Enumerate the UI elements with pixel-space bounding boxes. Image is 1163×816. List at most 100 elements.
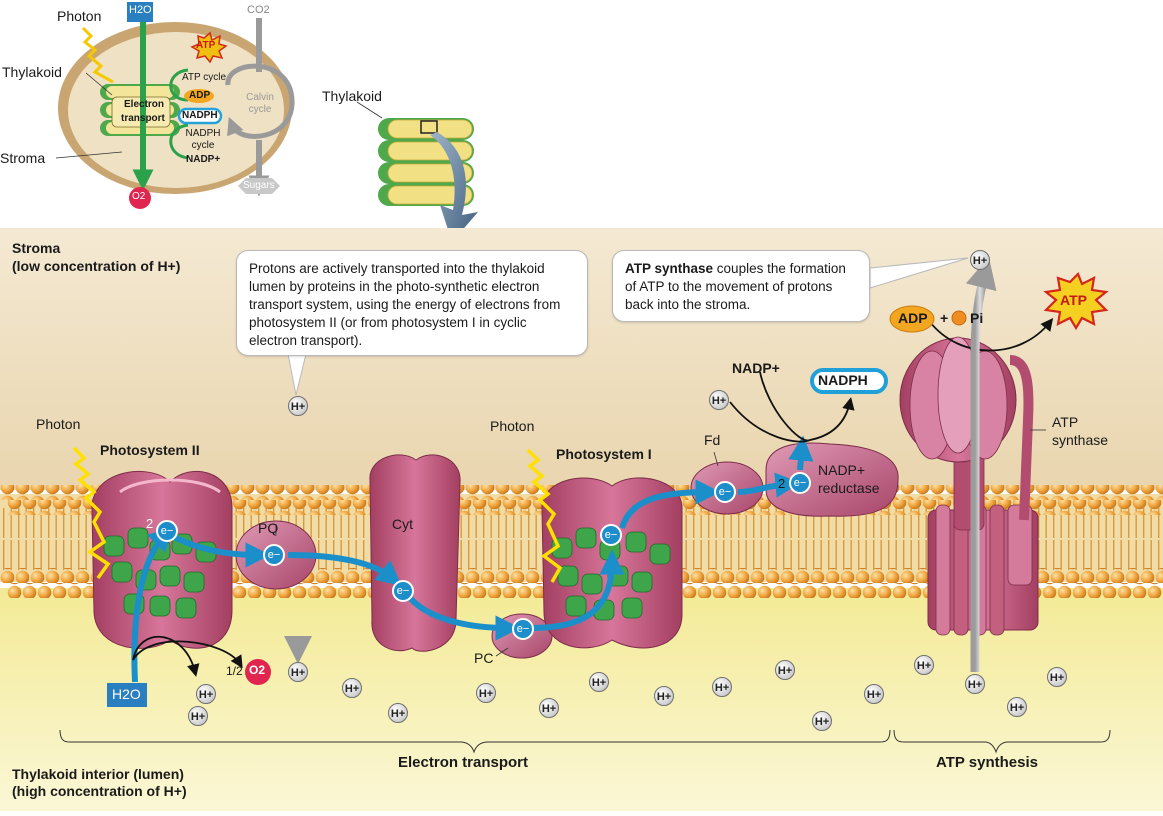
electron-fd: e−	[714, 481, 736, 503]
two-label-ps2: 2	[146, 516, 154, 531]
atp-formation-arrow	[929, 318, 1054, 352]
o2-label: O2	[249, 663, 266, 677]
h2o-label: H2O	[112, 686, 141, 702]
photon-squiggle-ps2	[72, 446, 111, 580]
cyt-label: Cyt	[392, 516, 413, 532]
overview-co2-label: CO2	[247, 4, 270, 16]
callout-proton-transport: Protons are actively transported into th…	[236, 250, 588, 356]
h-ion-stroma-nadp: H+	[709, 390, 729, 410]
atp-synthesis-label: ATP synthesis	[936, 754, 1038, 771]
zoom-box	[420, 120, 438, 134]
overview-photon-label: Photon	[57, 8, 102, 24]
half-label: 1/2	[226, 664, 243, 678]
electron-cyt: e−	[392, 580, 414, 602]
h-ion-lumen: H+	[1047, 667, 1067, 687]
photosystem-i-complex	[526, 448, 683, 649]
overview-atp-label: ATP	[196, 40, 216, 51]
callout-atp-synthase-rest: couples the formation of ATP to the move…	[625, 261, 846, 312]
h-ion-lumen: H+	[476, 683, 496, 703]
overview-nadp-label: NADP+	[186, 154, 221, 165]
overview-nadph-cycle-label: NADPH cycle	[185, 128, 221, 151]
h-ion-lumen: H+	[864, 684, 884, 704]
photon-label-ps2: Photon	[36, 416, 81, 432]
overview-transport-label: transport	[121, 113, 165, 124]
overview-stroma-label: Stroma	[0, 150, 46, 166]
pq-label: PQ	[258, 520, 279, 536]
electron-ps1: e−	[600, 524, 622, 546]
zoom-arrow	[430, 132, 478, 242]
h-ion-lumen: H+	[914, 655, 934, 675]
plus-label: +	[940, 310, 949, 326]
nadph-formation-arrow	[759, 371, 855, 442]
h-ion-lumen: H+	[539, 698, 559, 718]
overview-sugars-label: Sugars	[243, 180, 275, 191]
h-ion-lumen: H+	[288, 662, 308, 682]
h-ion-lumen: H+	[388, 703, 408, 723]
water-split-arrow-h	[132, 640, 243, 669]
stroma-header-line1: Stroma	[12, 240, 61, 256]
h-ion-lumen: H+	[589, 672, 609, 692]
stroma-header-line2: (low concentration of H+)	[12, 258, 181, 274]
atp-synthase-label-1: ATP	[1052, 414, 1079, 430]
photon-squiggle-ps1	[526, 448, 563, 583]
overview-adp-label: ADP	[189, 90, 211, 101]
thylakoid-stack	[356, 101, 478, 242]
h-ion-lumen: H+	[188, 706, 208, 726]
two-label-reductase: 2	[778, 476, 786, 491]
atp-label: ATP	[1060, 292, 1087, 308]
h2o-box-mini	[127, 2, 153, 22]
photosystem-ii-complex	[72, 446, 233, 649]
lumen-header-line1: Thylakoid interior (lumen)	[12, 766, 184, 782]
nadph-pill	[810, 368, 888, 394]
h-ion-stroma-pump: H+	[288, 396, 308, 416]
h-ion-lumen: H+	[812, 711, 832, 731]
nadph-label: NADPH	[818, 372, 868, 388]
nadph-pill-mini	[177, 107, 223, 125]
callout-right-pointer	[869, 257, 969, 289]
calvin-cycle-arrow	[225, 63, 295, 139]
lumen-header-line2: (high concentration of H+)	[12, 783, 187, 799]
o2-circle-mini	[129, 187, 151, 209]
proton-return-arrow	[965, 256, 997, 672]
overview-atp-cycle-label: ATP cycle	[182, 72, 227, 83]
electron-pq: e−	[263, 544, 285, 566]
h-ion-lumen: H+	[965, 674, 985, 694]
nadp-plus-label: NADP+	[732, 360, 780, 376]
bracket-atp-synthesis	[893, 729, 1111, 754]
atp-starburst	[1043, 272, 1109, 331]
sugars-hex	[238, 178, 280, 194]
adp-label: ADP	[898, 310, 928, 326]
electron-transport-label: Electron transport	[398, 754, 529, 771]
chloroplast-overview	[55, 2, 295, 209]
nadp-reductase-label-2: reductase	[818, 480, 880, 496]
bracket-electron-transport	[59, 729, 891, 754]
electron-pc: e−	[512, 618, 534, 640]
overview-thylakoid-label: Thylakoid	[2, 64, 62, 80]
h-ion-stroma-synthase: H+	[970, 250, 990, 270]
h-ion-lumen: H+	[196, 684, 216, 704]
callout-atp-synthase-bold: ATP synthase	[625, 261, 714, 276]
thylakoid-stack-label: Thylakoid	[322, 88, 382, 104]
nadph-cycle-arrow	[169, 123, 189, 160]
overview-o2-label: O2	[132, 191, 146, 202]
o2-circle	[245, 659, 271, 685]
h2o-box	[107, 683, 147, 707]
atp-cycle-arrow	[169, 68, 189, 102]
overview-nadph-label: NADPH	[182, 110, 218, 121]
adp-oval	[889, 305, 935, 333]
callout-atp-synthase: ATP synthase couples the formation of AT…	[612, 250, 870, 322]
h-ion-lumen: H+	[775, 660, 795, 680]
h-ion-lumen: H+	[654, 686, 674, 706]
h-ion-lumen: H+	[342, 678, 362, 698]
overview-electron-label: Electron	[124, 99, 165, 110]
electron-path	[131, 435, 814, 683]
photosystem-ii-label: Photosystem II	[100, 442, 200, 458]
electron-ps2: e−	[156, 520, 178, 542]
water-split-arrow-o2	[132, 635, 200, 677]
photosystem-i-label: Photosystem I	[556, 446, 652, 462]
photon-label-ps1: Photon	[490, 418, 535, 434]
adp-oval-mini	[184, 89, 214, 103]
fd-label: Fd	[704, 432, 721, 448]
electron-reductase: e−	[789, 472, 811, 494]
